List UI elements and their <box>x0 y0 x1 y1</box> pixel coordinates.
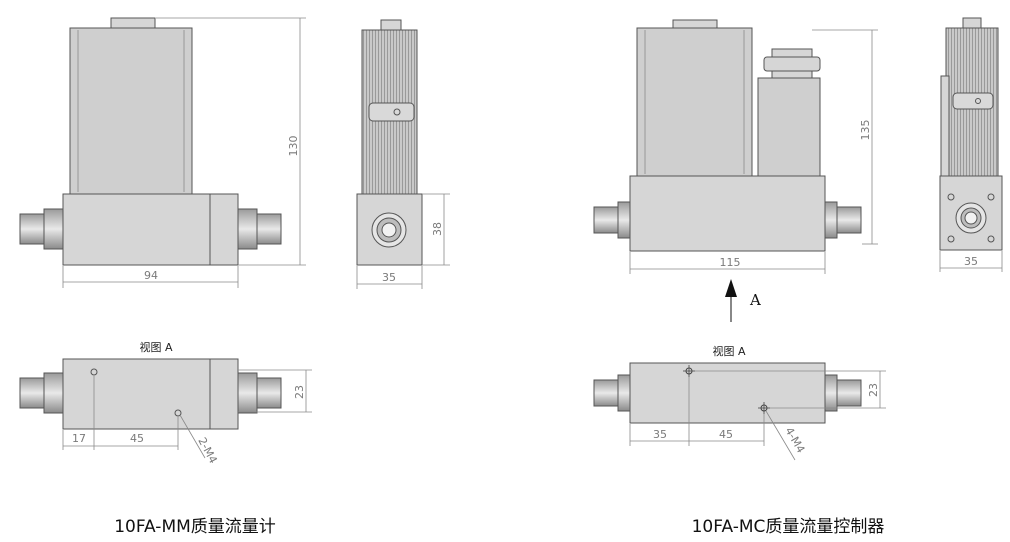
mm-holes-label: 2-M4 <box>195 435 219 465</box>
mc-view-dim-45: 45 <box>719 428 733 441</box>
mm-side-width-dim: 35 <box>382 271 396 284</box>
mm-side-height-dim: 38 <box>431 222 444 236</box>
mc-right-fitting <box>824 201 862 239</box>
mm-base-block <box>62 193 211 266</box>
mm-view-a-title: 视图 A <box>139 340 172 354</box>
mc-view-a-title: 视图 A <box>712 344 745 358</box>
view-a-arrow-label: A <box>749 291 761 309</box>
mm-view-dim-45: 45 <box>130 432 144 445</box>
mm-view-a: 视图 A 23 17 45 2-M4 <box>19 340 312 466</box>
mc-width-dim: 115 <box>720 256 741 269</box>
mm-left-fitting <box>19 208 64 250</box>
mm-view-dim-17: 17 <box>72 432 86 445</box>
mc-valve-nut <box>763 56 821 72</box>
mm-front-view: 130 94 <box>19 17 306 288</box>
mc-left-fitting <box>593 201 631 239</box>
mc-height-dim: 135 <box>859 120 872 141</box>
mc-view-height-dim: 23 <box>867 383 880 397</box>
mc-base-block <box>629 175 826 252</box>
mm-side-view: 38 35 <box>356 19 450 289</box>
mm-caption: 10FA-MM质量流量计 <box>114 517 276 537</box>
mc-cover <box>636 27 753 177</box>
mm-view-height-dim: 23 <box>293 385 306 399</box>
mc-view-a: 视图 A 23 35 45 4-M4 <box>593 344 886 461</box>
mc-view-dim-35: 35 <box>653 428 667 441</box>
mc-caption: 10FA-MC质量流量控制器 <box>692 517 885 537</box>
mc-side-width-dim: 35 <box>964 255 978 268</box>
mm-width-dim: 94 <box>144 269 158 282</box>
mm-cover <box>69 27 193 195</box>
mm-height-dim: 130 <box>287 136 300 157</box>
mc-holes-label: 4-M4 <box>782 425 807 455</box>
mc-side-view: 35 <box>939 17 1003 272</box>
mm-side-label-plate <box>368 102 415 122</box>
mc-valve-coil <box>757 77 821 177</box>
mm-right-fitting <box>237 208 282 250</box>
mc-front-view: 135 115 <box>593 19 878 274</box>
view-a-arrow: A <box>725 279 761 322</box>
